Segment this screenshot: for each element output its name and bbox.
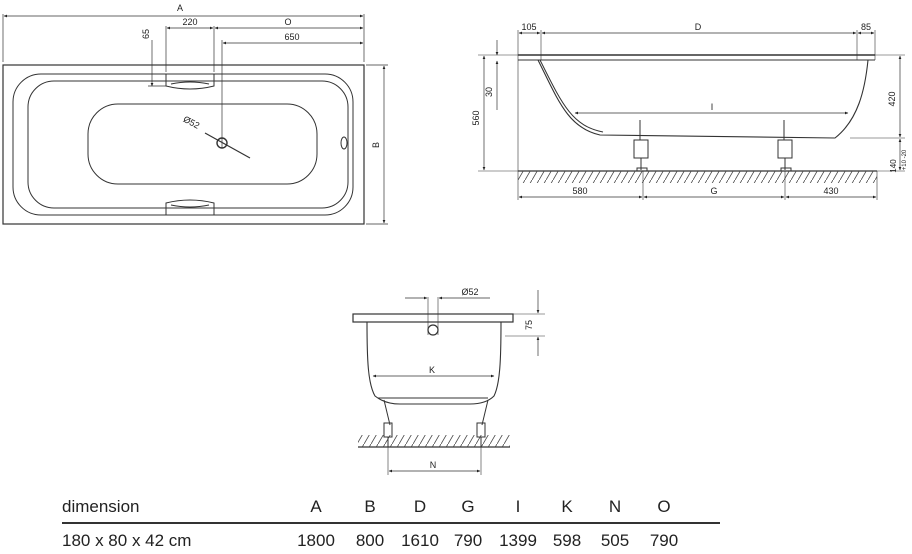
tub-basin-edge [27, 80, 349, 209]
side-tub-inner [539, 59, 604, 133]
tub-rim-outline [2, 64, 365, 225]
label-420: 420 [887, 91, 897, 106]
end-tub-body [366, 321, 502, 405]
bottom-handle [165, 199, 215, 216]
side-view-labels: 105 D 85 I 560 30 420 140 +10 -20 580 G … [471, 22, 908, 196]
table-col-K: K [561, 497, 573, 516]
top-view-labels: A 220 O 650 65 B Ø52 [141, 3, 381, 148]
label-N: N [430, 460, 437, 470]
label-650: 650 [284, 32, 299, 42]
table-cell-N: 505 [600, 531, 630, 550]
label-B: B [371, 142, 381, 148]
side-floor-hatch [518, 171, 877, 183]
drain-leader [204, 132, 251, 159]
label-430: 430 [823, 186, 838, 196]
table-col-G: G [461, 497, 475, 516]
label-G: G [710, 186, 717, 196]
side-tub-body [537, 59, 869, 139]
end-drain [427, 324, 439, 336]
side-leg-right [777, 120, 793, 172]
table-col-A: A [310, 497, 322, 516]
top-handle [165, 73, 215, 90]
table-cell-B: 800 [355, 531, 385, 550]
table-cell-G: 790 [453, 531, 483, 550]
table-cell-D: 1610 [401, 531, 439, 550]
label-D: D [695, 22, 702, 32]
side-leg-left [633, 120, 649, 172]
label-85: 85 [861, 22, 871, 32]
table-row-label: 180 x 80 x 42 cm [62, 531, 192, 550]
label-I: I [711, 102, 714, 112]
table-cell-I: 1399 [499, 531, 537, 550]
side-view [478, 30, 905, 200]
table-cell-A: 1800 [297, 531, 335, 550]
label-65: 65 [141, 29, 151, 39]
table-header-label: dimension [62, 497, 140, 516]
label-220: 220 [182, 17, 197, 27]
table-col-N: N [608, 497, 622, 516]
label-75: 75 [524, 320, 534, 330]
table-col-B: B [364, 497, 376, 516]
label-drain-diameter: Ø52 [182, 114, 202, 131]
end-floor-hatch [358, 435, 510, 447]
table-col-I: I [515, 497, 521, 516]
end-view [352, 290, 545, 475]
label-tolerance: +10 -20 [902, 149, 908, 170]
overflow-outlet [340, 136, 348, 150]
table-col-D: D [413, 497, 427, 516]
label-140: 140 [889, 159, 898, 173]
end-view-labels: Ø52 75 K N [429, 287, 534, 470]
label-end-drain-diameter: Ø52 [461, 287, 478, 297]
bottom-handle-inner [170, 204, 210, 208]
label-580: 580 [572, 186, 587, 196]
label-30: 30 [484, 87, 494, 97]
tub-inner-rim [12, 73, 354, 216]
label-560: 560 [471, 110, 481, 125]
label-K: K [429, 365, 435, 375]
label-105: 105 [521, 22, 536, 32]
tub-basin-floor [87, 103, 318, 185]
table-col-O: O [657, 497, 671, 516]
top-view [2, 14, 388, 225]
table-cell-K: 598 [552, 531, 582, 550]
top-handle-inner [170, 81, 210, 85]
table-cell-O: 790 [649, 531, 679, 550]
label-O: O [284, 17, 291, 27]
label-A: A [177, 3, 183, 13]
end-rim [352, 313, 514, 323]
table-divider [62, 522, 720, 524]
